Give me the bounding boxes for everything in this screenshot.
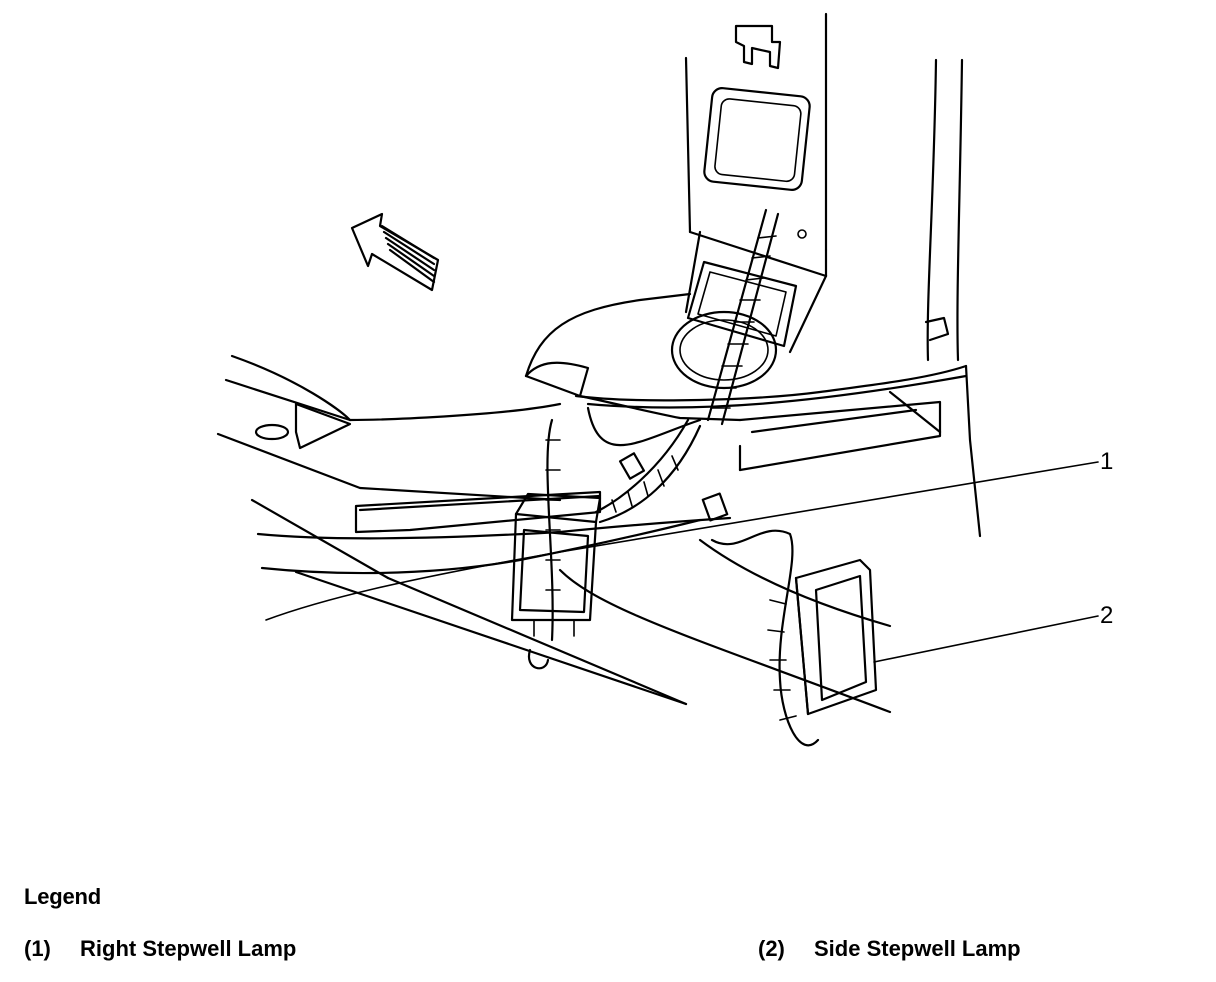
legend-title: Legend (24, 884, 102, 909)
legend-item-label: Side Stepwell Lamp (814, 936, 1021, 961)
stepwell-lamp-illustration (216, 12, 1099, 747)
legend: Legend (1) Right Stepwell Lamp (2) Side St… (24, 884, 1194, 974)
legend-item-side-stepwell-lamp: (2) Side Stepwell Lamp (758, 936, 1021, 962)
side-stepwell-lamp (794, 558, 878, 716)
legend-item-right-stepwell-lamp: (1) Right Stepwell Lamp (24, 936, 296, 962)
line-drawing (216, 12, 1099, 747)
right-stepwell-lamp (510, 492, 602, 637)
callout-2: 2 (1100, 602, 1114, 629)
forward-direction-arrow-icon (350, 212, 440, 292)
callout-1: 1 (1100, 448, 1114, 475)
legend-item-label: Right Stepwell Lamp (80, 936, 297, 961)
legend-item-number: (1) (24, 936, 51, 961)
floor-and-step-structure (216, 58, 982, 714)
callout-leaders (265, 461, 1099, 663)
legend-item-number: (2) (758, 936, 785, 961)
pillar-panel (684, 12, 828, 354)
